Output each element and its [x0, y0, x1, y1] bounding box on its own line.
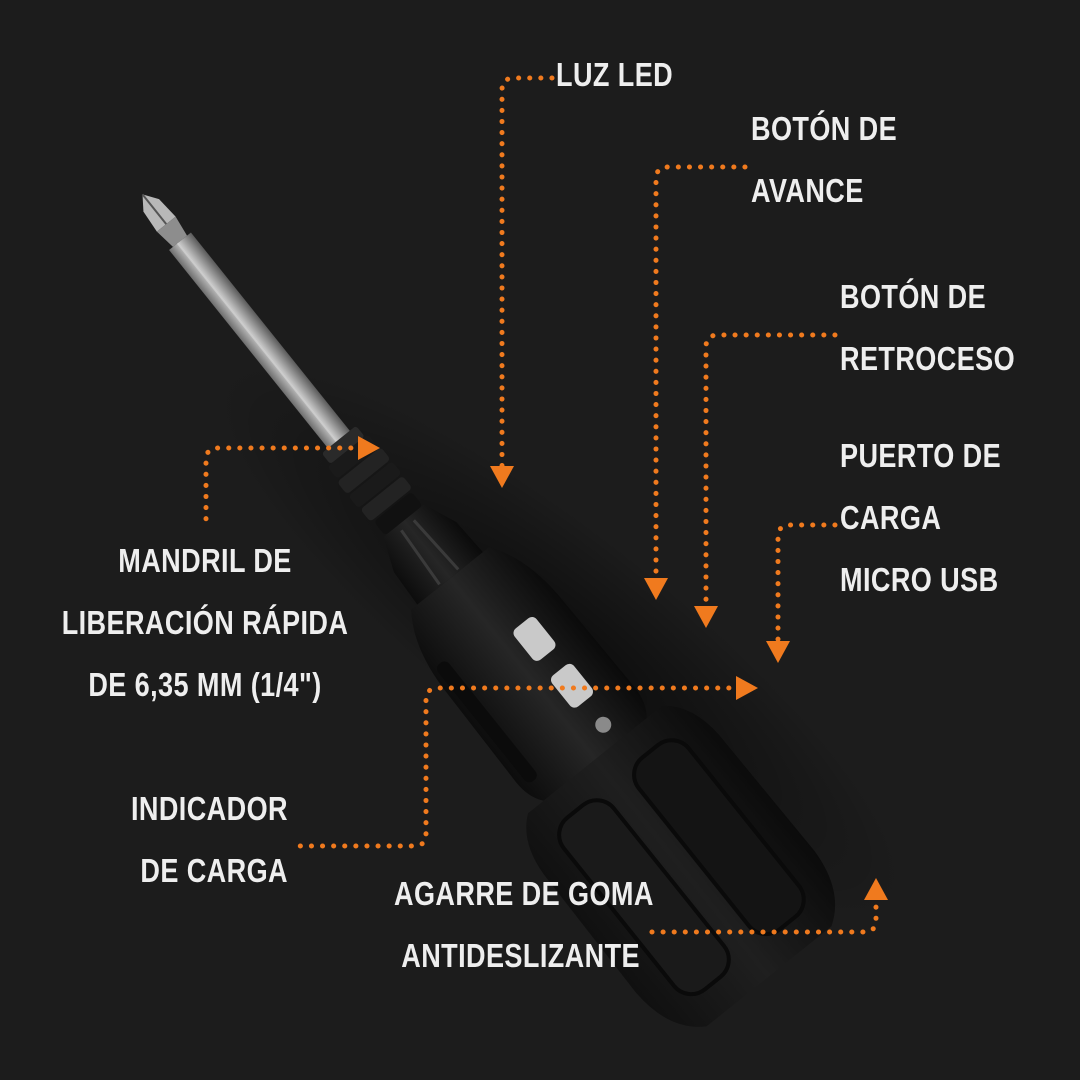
charge-indicator-led	[595, 716, 612, 733]
arrow-led	[490, 466, 514, 488]
label-reverse-button: BOTÓN DE RETROCESO	[840, 266, 1015, 390]
arrow-grip	[864, 878, 888, 900]
motor-housing	[411, 547, 647, 801]
label-led: LUZ LED	[556, 44, 673, 106]
label-reverse-line-1: BOTÓN DE	[840, 278, 987, 315]
label-chuck-line-1: MANDRIL DE	[118, 542, 292, 579]
forward-button	[513, 616, 556, 661]
rubber-grip-handle	[526, 705, 836, 1027]
label-grip-line-1: AGARRE DE GOMA	[394, 875, 654, 912]
arrow-reverse	[694, 606, 718, 628]
quick-release-chuck	[322, 426, 421, 535]
label-charge-indicator: INDICADOR DE CARGA	[101, 778, 288, 902]
leader-indicator	[287, 685, 743, 849]
leader-led	[499, 75, 555, 473]
label-forward-line-2: AVANCE	[751, 172, 864, 209]
reverse-button	[551, 663, 593, 708]
label-chuck: MANDRIL DE LIBERACIÓN RÁPIDA DE 6,35 MM …	[62, 530, 349, 716]
phillips-bit	[141, 193, 354, 453]
label-usb-port: PUERTO DE CARGA MICRO USB	[840, 425, 1001, 611]
nose-cone	[383, 504, 483, 605]
label-reverse-line-2: RETROCESO	[840, 340, 1016, 377]
label-grip: AGARRE DE GOMA ANTIDESLIZANTE	[394, 863, 654, 987]
label-usb-line-3: MICRO USB	[840, 561, 999, 598]
label-indicator-line-2: DE CARGA	[140, 852, 288, 889]
leader-grip	[642, 893, 879, 935]
leader-reverse	[703, 332, 838, 613]
label-usb-line-1: PUERTO DE	[840, 437, 1002, 474]
label-grip-line-2: ANTIDESLIZANTE	[401, 937, 640, 974]
arrow-indicator	[736, 676, 758, 700]
leader-lines	[203, 75, 879, 935]
label-forward-line-1: BOTÓN DE	[751, 110, 898, 147]
arrow-usb	[766, 641, 790, 663]
leader-forward	[653, 164, 748, 585]
label-chuck-line-3: DE 6,35 MM (1/4")	[88, 666, 322, 703]
leader-usb	[775, 522, 838, 648]
leader-arrows	[358, 436, 888, 900]
label-usb-line-2: CARGA	[840, 499, 942, 536]
label-indicator-line-1: INDICADOR	[130, 790, 288, 827]
label-led-line-1: LUZ LED	[556, 56, 674, 93]
label-chuck-line-2: LIBERACIÓN RÁPIDA	[61, 604, 349, 641]
arrow-forward	[644, 578, 668, 600]
leader-chuck	[203, 445, 365, 531]
label-forward-button: BOTÓN DE AVANCE	[751, 98, 897, 222]
arrow-chuck	[358, 436, 380, 460]
